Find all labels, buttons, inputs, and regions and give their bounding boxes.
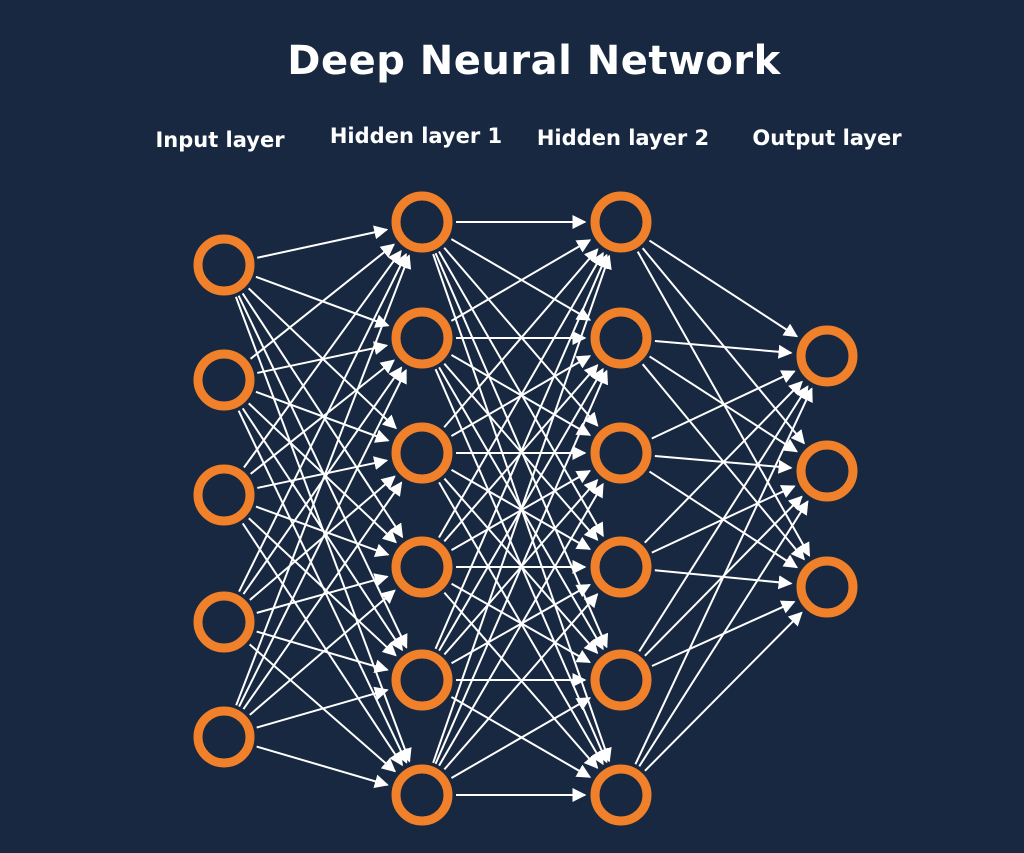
edge-input-1-to-hidden1-5 [237, 295, 408, 649]
node-output-1 [796, 325, 858, 387]
edge-input-5-to-hidden1-6 [256, 745, 389, 789]
edge-hidden1-6-to-hidden2-1 [432, 254, 612, 764]
edge-input-5-to-hidden1-4 [249, 589, 396, 716]
edge-input-5-to-hidden1-2 [238, 368, 407, 707]
edge-input-3-to-hidden1-5 [248, 517, 397, 657]
edge-input-1-to-hidden1-1 [257, 225, 389, 259]
node-output-2 [796, 440, 858, 502]
edge-hidden2-5-to-output-1 [638, 385, 809, 652]
edge-input-3-to-hidden1-2 [250, 359, 395, 475]
edge-input-5-to-hidden1-5 [256, 686, 389, 729]
node-input-2 [193, 349, 255, 411]
edge-hidden2-3-to-output-1 [651, 370, 796, 440]
node-hidden2-2 [590, 307, 652, 369]
node-hidden1-4 [391, 536, 453, 598]
node-hidden2-3 [590, 422, 652, 484]
node-hidden1-6 [391, 764, 453, 826]
node-hidden1-2 [391, 307, 453, 369]
edge-hidden2-1-to-output-2 [641, 247, 805, 445]
edge-input-5-to-hidden1-1 [235, 254, 412, 706]
edge-input-3-to-hidden1-1 [243, 250, 402, 469]
edge-input-3-to-hidden1-6 [241, 522, 404, 767]
edge-hidden1-2-to-hidden2-1 [450, 239, 592, 322]
layer-label-output: Output layer [752, 126, 902, 150]
layer-label-hidden-1: Hidden layer 1 [329, 124, 503, 148]
edge-hidden2-6-to-output-3 [644, 611, 803, 772]
edge-input-4-to-hidden1-5 [256, 630, 389, 674]
layer-label-hidden-2: Hidden layer 2 [536, 126, 710, 150]
node-hidden2-4 [590, 536, 652, 598]
edge-input-3-to-hidden1-3 [257, 456, 389, 489]
edge-input-2-to-hidden1-1 [249, 243, 395, 360]
node-hidden2-5 [590, 649, 652, 711]
edge-hidden2-1-to-output-1 [648, 239, 798, 338]
edge-input-5-to-hidden1-3 [242, 481, 403, 710]
node-hidden2-1 [590, 191, 652, 253]
node-input-4 [193, 591, 255, 653]
edge-hidden1-6-to-hidden2-2 [434, 369, 609, 765]
node-input-3 [193, 464, 255, 526]
edge-hidden2-2-to-output-1 [654, 339, 793, 359]
node-hidden2-6 [590, 764, 652, 826]
edge-hidden1-3-to-hidden2-1 [443, 248, 599, 428]
node-input-1 [193, 234, 255, 296]
layer-label-input: Input layer [155, 128, 285, 152]
diagram-title: Deep Neural Network [287, 38, 781, 84]
node-hidden1-3 [391, 422, 453, 484]
edge-input-1-to-hidden1-4 [241, 292, 404, 539]
node-hidden1-5 [391, 649, 453, 711]
node-hidden1-1 [391, 191, 453, 253]
edge-hidden1-6-to-hidden2-4 [443, 593, 599, 771]
edge-hidden2-6-to-output-1 [634, 387, 813, 765]
edge-hidden1-5-to-hidden2-1 [434, 253, 609, 650]
edge-hidden1-4-to-hidden2-1 [438, 251, 604, 539]
node-output-3 [796, 556, 858, 618]
edge-hidden2-4-to-output-1 [644, 380, 803, 544]
node-input-5 [193, 706, 255, 768]
edge-input-2-to-hidden1-5 [241, 407, 404, 652]
edge-hidden2-6-to-output-2 [638, 500, 809, 767]
edge-hidden1-6-to-hidden2-5 [450, 697, 592, 779]
edge-hidden1-6-to-hidden2-3 [438, 482, 604, 767]
edge-input-4-to-hidden1-1 [238, 253, 407, 592]
